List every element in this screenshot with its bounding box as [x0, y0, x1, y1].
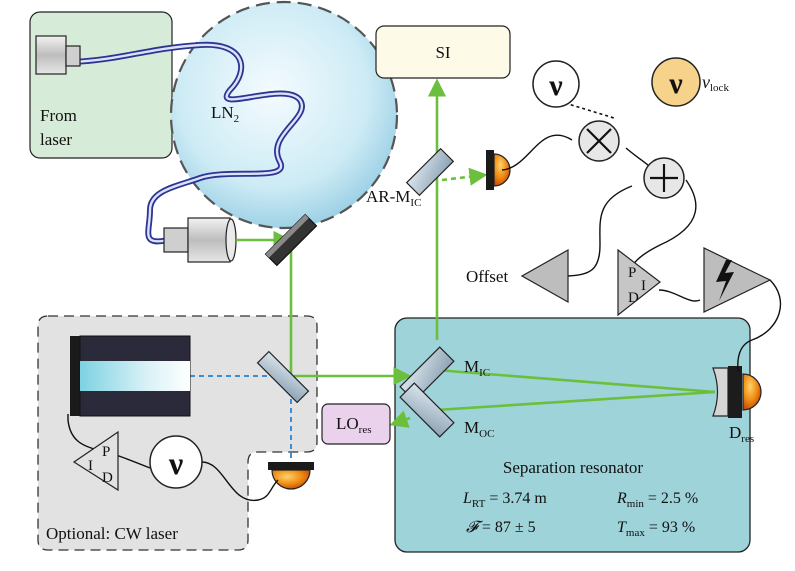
separation-resonator-box	[394, 317, 751, 553]
mic-label: MIC	[464, 357, 490, 379]
nu-lock-dashed-link	[564, 102, 615, 119]
svg-text:I: I	[641, 278, 646, 294]
cw-laser-head	[70, 335, 191, 417]
lightning-icon	[716, 260, 734, 301]
svg-text:D: D	[102, 470, 113, 486]
green-beams	[236, 78, 716, 428]
detector-cw	[268, 462, 314, 490]
finesse: 𝓕 = 87 ± 5	[466, 519, 536, 536]
ar-mic-label: AR-MIC	[366, 187, 421, 209]
summing-junction	[643, 157, 685, 199]
detector-ar-mic	[486, 150, 511, 190]
from-laser-label-1: From	[40, 106, 77, 125]
nu-lock-reference: ν	[651, 57, 701, 107]
svg-text:ν: ν	[168, 445, 183, 481]
svg-text:D: D	[628, 290, 639, 306]
ar-mic-pickoff	[405, 147, 455, 197]
svg-text:I: I	[88, 458, 93, 474]
offset-label: Offset	[466, 267, 508, 286]
lo-res-label: LOres	[336, 414, 372, 436]
ln2-dewar	[169, 0, 399, 230]
nu-source-cw: ν	[149, 435, 203, 489]
svg-text:ν: ν	[668, 67, 683, 100]
optional-cw-laser-label: Optional: CW laser	[46, 524, 178, 543]
hv-amplifier	[703, 247, 772, 313]
mirror-moc	[399, 382, 455, 438]
reflectance-min: Rmin = 2.5 %	[616, 490, 698, 510]
cw-beam-combiner	[256, 350, 310, 404]
si-label: SI	[435, 43, 450, 62]
cw-laser-beam	[190, 375, 292, 462]
moc-label: MOC	[464, 418, 494, 440]
curved-end-mirror	[712, 366, 742, 418]
nu-source-top: ν	[532, 60, 580, 108]
svg-text:P: P	[628, 265, 636, 281]
svg-text:ν: ν	[548, 69, 563, 102]
pid-controller-cw: P D I	[72, 430, 119, 492]
fiber-connector-input	[35, 35, 81, 75]
fiber-collimator	[163, 217, 237, 263]
round-trip-length: LRT = 3.74 m	[462, 490, 547, 510]
transmission-max: Tmax = 93 %	[617, 519, 695, 539]
dres-label: Dres	[729, 423, 754, 445]
lo-res-box	[321, 403, 391, 445]
fold-mirror	[264, 213, 318, 267]
pid-controller-resonator: P D I	[617, 248, 661, 317]
svg-text:P: P	[102, 444, 110, 460]
si-box	[375, 25, 511, 79]
offset-source	[520, 248, 569, 304]
separation-resonator-title: Separation resonator	[503, 458, 644, 477]
mixer	[578, 120, 620, 162]
ln2-label: LN2	[211, 103, 239, 125]
nu-lock-label: νlock	[702, 72, 729, 94]
from-laser-label-2: laser	[40, 130, 72, 149]
detector-dres	[742, 373, 762, 411]
